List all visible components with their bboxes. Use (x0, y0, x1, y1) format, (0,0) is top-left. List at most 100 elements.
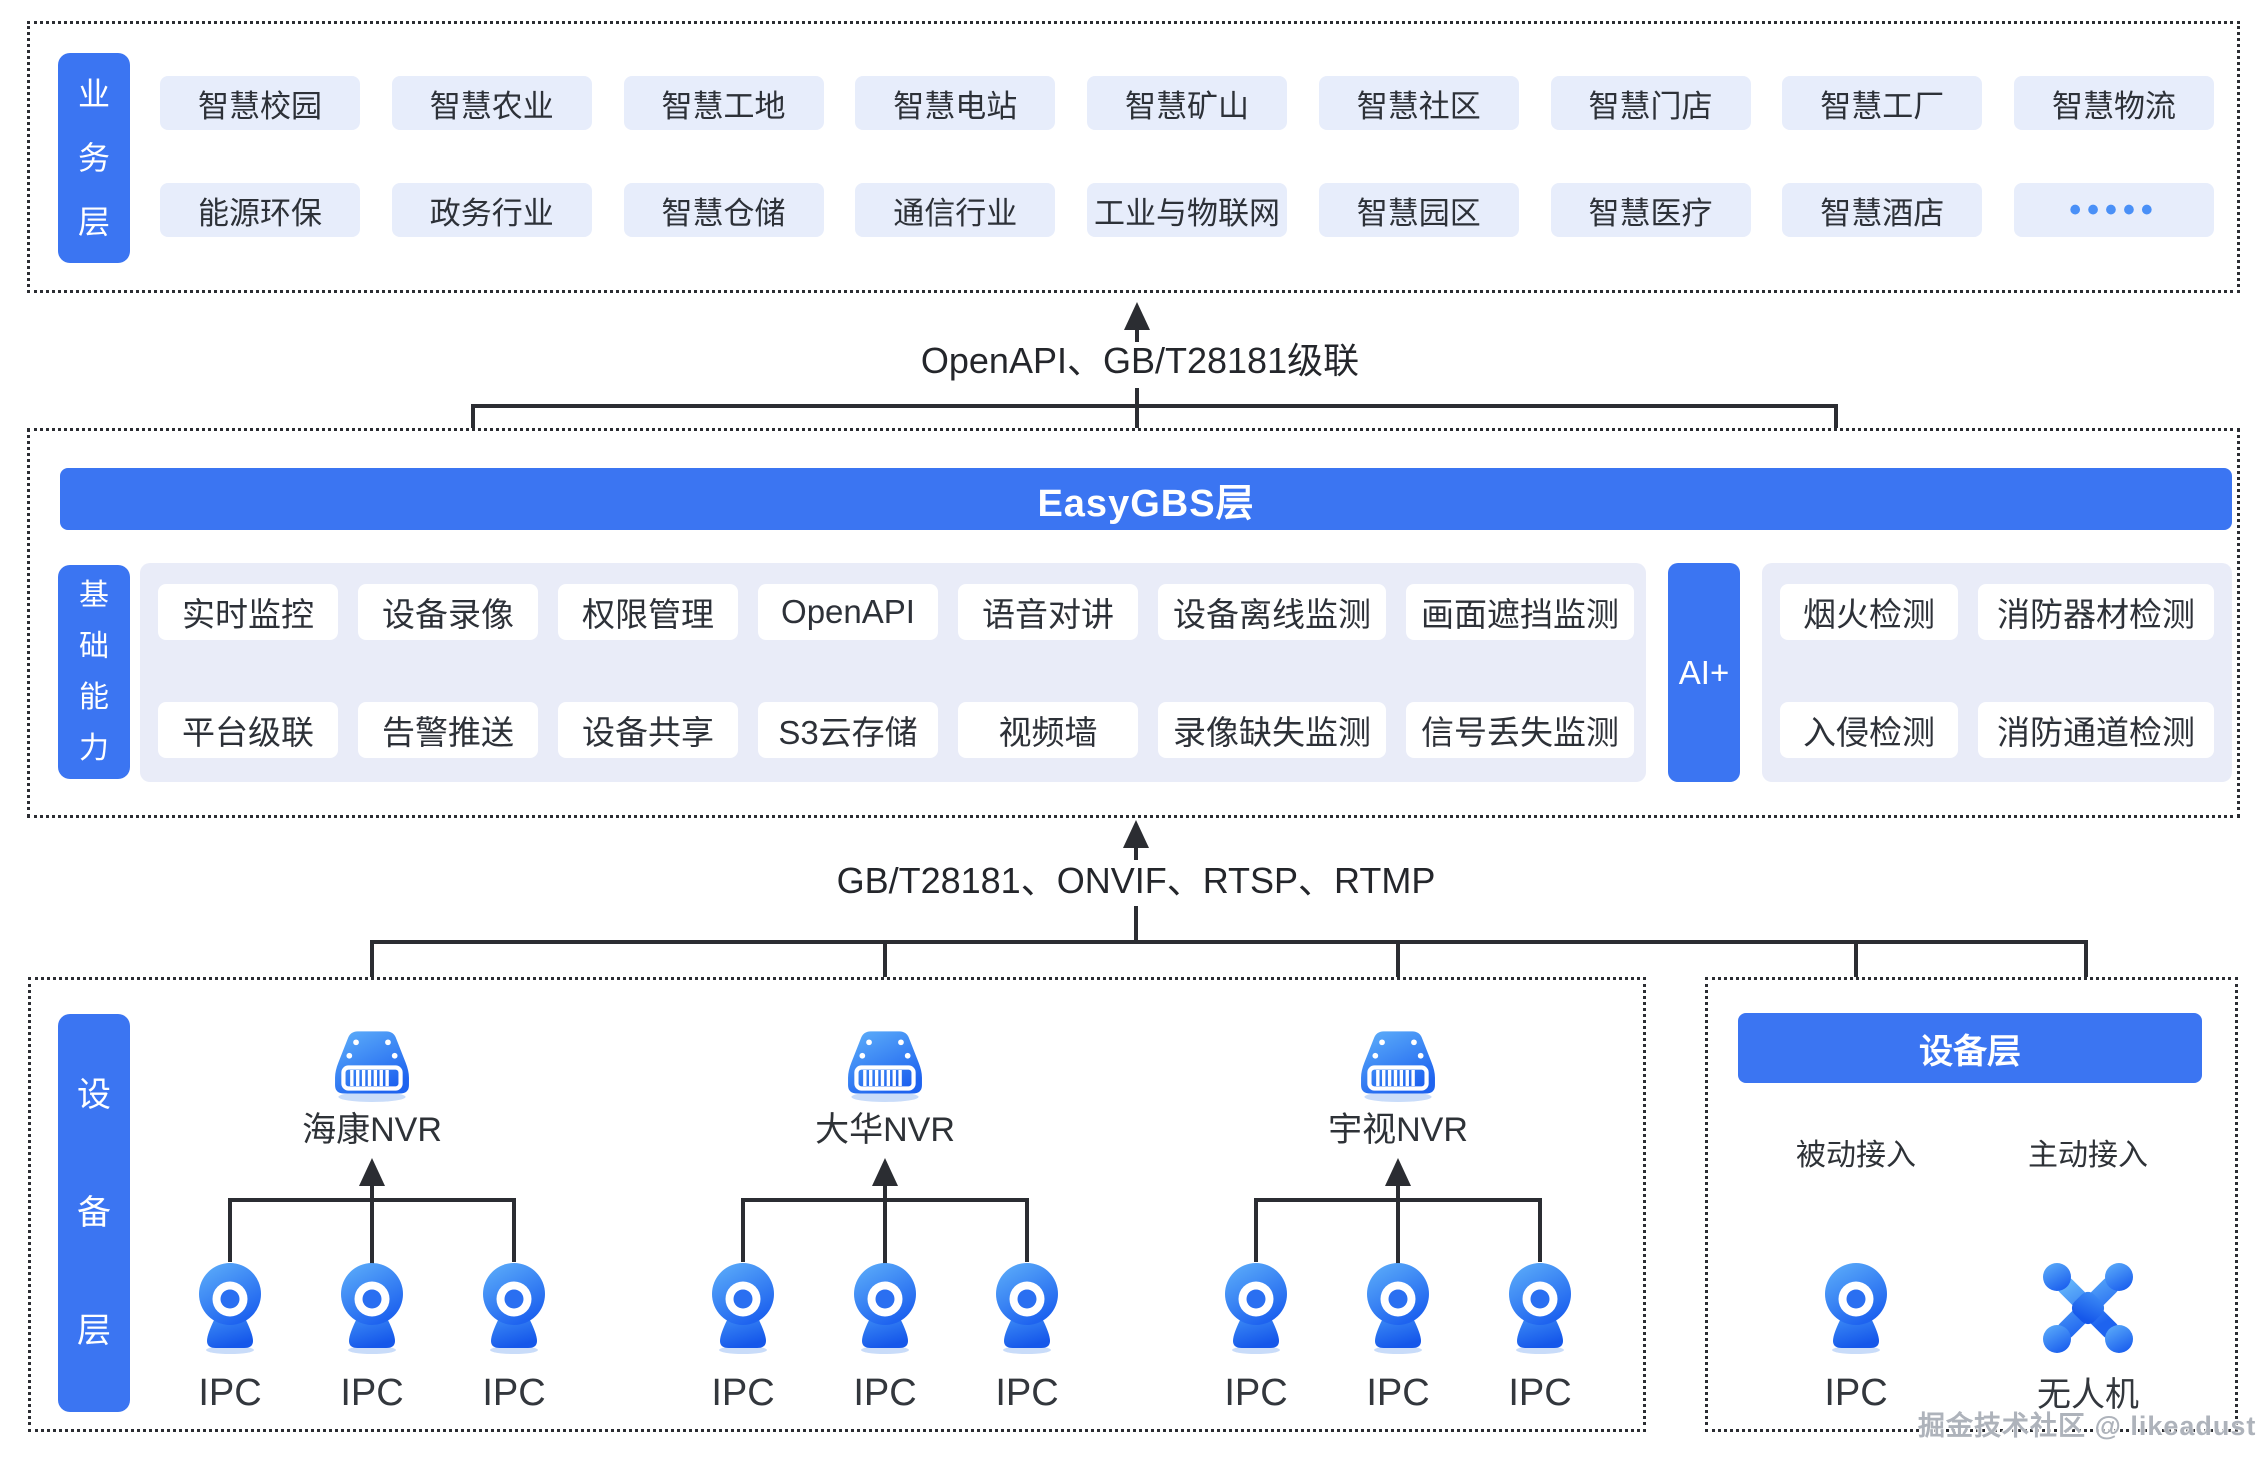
nvr-group-uniview: 宇视NVR IPC IPC IPC (1208, 1022, 1588, 1432)
nvr-icon (1356, 1028, 1440, 1102)
arrow-up-icon (1123, 820, 1149, 848)
arrow-up-icon (872, 1158, 898, 1186)
connector-bracket (471, 404, 1838, 408)
connector-line (741, 1198, 745, 1262)
arrow-up-icon (1124, 302, 1150, 330)
passive-access-label: 被动接入 (1796, 1139, 1916, 1172)
ipc-label: IPC (1824, 1372, 1888, 1414)
ipc-camera-icon (995, 1262, 1059, 1354)
arrow-up-icon (359, 1158, 385, 1186)
business-layer-box (27, 21, 2240, 293)
connector-top-label: OpenAPI、GB/T28181级联 (920, 340, 1360, 381)
connector-line (228, 1198, 232, 1262)
ipc-label: IPC (711, 1372, 775, 1414)
business-chip: 智慧校园 (160, 76, 360, 130)
capability-chip: 信号丢失监测 (1406, 702, 1634, 758)
arrow-up-icon (1385, 1158, 1411, 1186)
business-chip: 智慧仓储 (623, 183, 824, 237)
nvr-icon (843, 1028, 927, 1102)
capability-chip: 平台级联 (158, 702, 338, 758)
ai-chip: 入侵检测 (1780, 702, 1958, 758)
capability-chip: 设备共享 (558, 702, 738, 758)
device-layer-label-text: 设备层 (77, 1076, 111, 1350)
connector-bracket (741, 1198, 1029, 1202)
ipc-camera-icon (340, 1262, 404, 1354)
capability-chip: 画面遮挡监测 (1406, 584, 1634, 640)
ai-chip: 消防通道检测 (1978, 702, 2214, 758)
ai-chip: 烟火检测 (1780, 584, 1958, 640)
ai-chip: 消防器材检测 (1978, 584, 2214, 640)
ipc-label: IPC (853, 1372, 917, 1414)
ipc-camera-icon (1508, 1262, 1572, 1354)
device-layer-label: 设备层 (58, 1014, 130, 1412)
easygbs-banner-text: EasyGBS层 (1037, 482, 1255, 525)
ipc-label: IPC (198, 1372, 262, 1414)
ipc-label: IPC (1224, 1372, 1288, 1414)
capability-chip: 告警推送 (358, 702, 538, 758)
easygbs-banner: EasyGBS层 (60, 468, 2232, 530)
capability-chip: S3云存储 (758, 702, 938, 758)
connector-bracket (1254, 1198, 1542, 1202)
business-chip: 智慧社区 (1318, 76, 1519, 130)
business-chip: 通信行业 (855, 183, 1056, 237)
capability-chip: 设备离线监测 (1158, 584, 1386, 640)
business-chip: 智慧工地 (623, 76, 824, 130)
capability-chip: 实时监控 (158, 584, 338, 640)
business-layer-label-text: 业务层 (77, 76, 110, 240)
connector-bracket (228, 1198, 516, 1202)
ipc-label: IPC (482, 1372, 546, 1414)
ai-plus-label: AI+ (1668, 563, 1740, 782)
nvr-icon (330, 1028, 414, 1102)
connector-line (370, 1184, 374, 1284)
ai-panel: 烟火检测 消防器材检测 入侵检测 消防通道检测 (1762, 563, 2232, 782)
nvr-name: 大华NVR (815, 1111, 955, 1149)
nvr-group-hikvision: 海康NVR IPC IPC IPC (182, 1022, 562, 1432)
ipc-label: IPC (1366, 1372, 1430, 1414)
nvr-group-dahua: 大华NVR IPC IPC IPC (695, 1022, 1075, 1432)
connector-line (1135, 328, 1139, 342)
business-layer-label: 业务层 (58, 53, 130, 263)
connector-line (883, 1184, 887, 1284)
ipc-camera-icon (1824, 1262, 1888, 1354)
capabilities-label-text: 基础能力 (79, 579, 109, 765)
capability-chip: 语音对讲 (958, 584, 1138, 640)
device-layer-box (28, 977, 1646, 1432)
connector-bottom-label: GB/T28181、ONVIF、RTSP、RTMP (836, 860, 1436, 901)
drone-icon (2040, 1260, 2136, 1356)
business-chip: 智慧医疗 (1550, 183, 1751, 237)
business-chip: 智慧门店 (1550, 76, 1751, 130)
business-chip: 工业与物联网 (1087, 183, 1287, 237)
capability-chip: 设备录像 (358, 584, 538, 640)
business-chip: 智慧物流 (2014, 76, 2214, 130)
connector-bracket (373, 940, 2088, 944)
ipc-camera-icon (1224, 1262, 1288, 1354)
connector-line (1538, 1198, 1542, 1262)
connector-line (1134, 906, 1138, 942)
connector-line (512, 1198, 516, 1262)
ipc-label: IPC (995, 1372, 1059, 1414)
ipc-camera-icon (853, 1262, 917, 1354)
ipc-camera-icon (711, 1262, 775, 1354)
capabilities-label: 基础能力 (58, 565, 130, 779)
business-chip: 能源环保 (160, 183, 360, 237)
access-panel-banner-text: 设备层 (1919, 1032, 2021, 1071)
capabilities-panel: 实时监控 设备录像 权限管理 OpenAPI 语音对讲 设备离线监测 画面遮挡监… (140, 563, 1646, 782)
business-chip: 智慧农业 (391, 76, 592, 130)
business-row-1: 智慧校园 智慧农业 智慧工地 智慧电站 智慧矿山 智慧社区 智慧门店 智慧工厂 … (160, 76, 2214, 130)
active-access-label: 主动接入 (2028, 1139, 2148, 1172)
ipc-camera-icon (482, 1262, 546, 1354)
business-chip: 智慧园区 (1318, 183, 1519, 237)
watermark: 掘金技术社区 @ likeadust (1918, 1411, 2257, 1441)
more-dots-chip: ••••• (2014, 183, 2214, 237)
ipc-label: IPC (1508, 1372, 1572, 1414)
capability-chip: 权限管理 (558, 584, 738, 640)
connector-line (1134, 846, 1138, 860)
business-chip: 智慧工厂 (1782, 76, 1983, 130)
ipc-camera-icon (198, 1262, 262, 1354)
nvr-name: 宇视NVR (1328, 1111, 1468, 1149)
business-chip: 智慧矿山 (1087, 76, 1287, 130)
business-chip: 智慧电站 (855, 76, 1056, 130)
capability-chip: 视频墙 (958, 702, 1138, 758)
business-row-2: 能源环保 政务行业 智慧仓储 通信行业 工业与物联网 智慧园区 智慧医疗 智慧酒… (160, 183, 2214, 237)
